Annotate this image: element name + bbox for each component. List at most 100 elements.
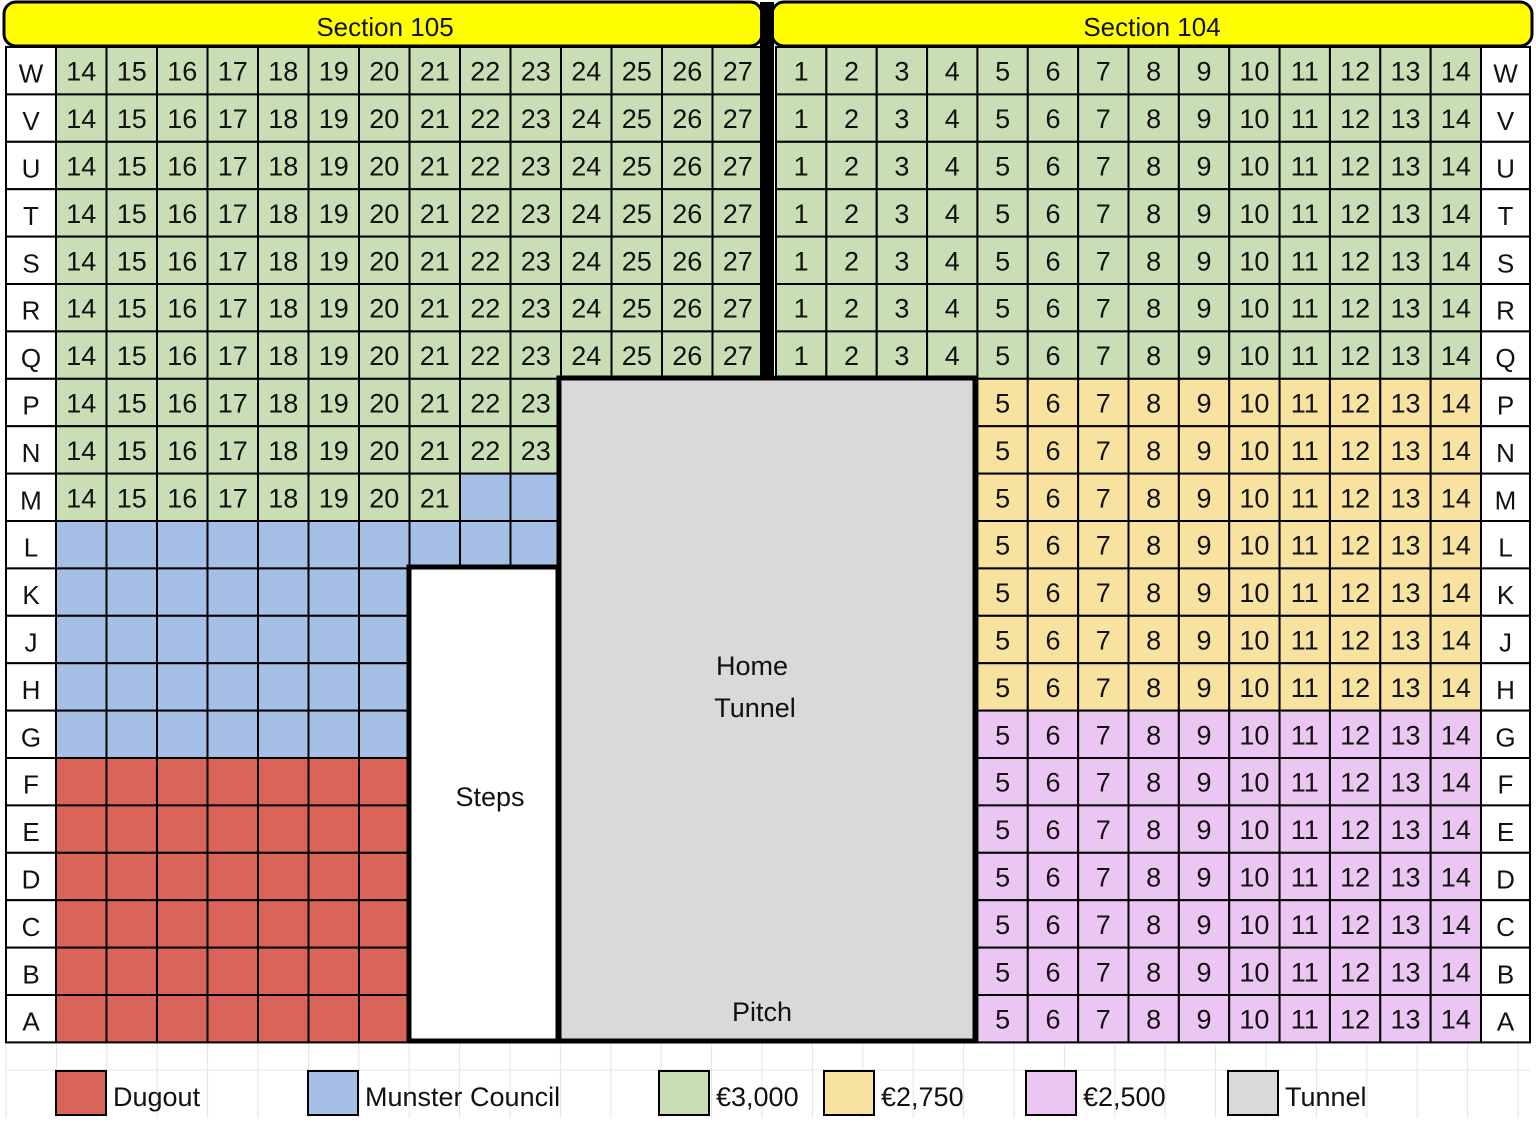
seat[interactable] — [257, 899, 310, 949]
seat[interactable] — [1429, 330, 1482, 380]
seat[interactable] — [1328, 520, 1382, 570]
seat[interactable] — [257, 93, 310, 143]
seat[interactable] — [1127, 899, 1180, 949]
seat[interactable] — [1177, 330, 1231, 380]
seat[interactable] — [156, 757, 209, 807]
seat[interactable] — [105, 472, 158, 523]
seat[interactable] — [1077, 140, 1130, 191]
seat[interactable] — [1127, 614, 1180, 665]
seat[interactable] — [1077, 520, 1130, 570]
seat[interactable] — [509, 472, 562, 523]
seat[interactable] — [257, 614, 310, 665]
seat[interactable] — [1127, 567, 1180, 617]
seat[interactable] — [1077, 46, 1130, 96]
seat[interactable] — [156, 330, 209, 380]
seat[interactable] — [1077, 662, 1130, 712]
seat[interactable] — [257, 804, 310, 854]
seat[interactable] — [610, 330, 663, 380]
seat[interactable] — [560, 93, 613, 143]
seat[interactable] — [257, 851, 310, 902]
seat[interactable] — [459, 377, 512, 428]
seat[interactable] — [408, 377, 461, 428]
seat[interactable] — [1379, 93, 1432, 143]
seat[interactable] — [711, 235, 764, 286]
seat[interactable] — [1379, 472, 1432, 523]
seat[interactable] — [1177, 472, 1231, 523]
seat[interactable] — [257, 46, 310, 96]
seat[interactable] — [105, 46, 158, 96]
seat[interactable] — [1328, 330, 1382, 380]
seat[interactable] — [976, 188, 1029, 238]
seat[interactable] — [156, 851, 209, 902]
seat[interactable] — [1127, 804, 1180, 854]
seat[interactable] — [875, 140, 929, 191]
seat[interactable] — [206, 662, 259, 712]
seat[interactable] — [1077, 614, 1130, 665]
seat[interactable] — [55, 520, 108, 570]
seat[interactable] — [358, 425, 411, 475]
seat[interactable] — [459, 472, 512, 523]
seat[interactable] — [1278, 994, 1331, 1044]
seat[interactable] — [358, 662, 411, 712]
seat[interactable] — [1429, 662, 1482, 712]
seat[interactable] — [358, 804, 411, 854]
seat[interactable] — [257, 235, 310, 286]
seat[interactable] — [711, 93, 764, 143]
seat[interactable] — [1429, 188, 1482, 238]
seat[interactable] — [307, 93, 360, 143]
seat[interactable] — [156, 140, 209, 191]
seat[interactable] — [459, 188, 512, 238]
seat[interactable] — [206, 567, 259, 617]
seat[interactable] — [156, 614, 209, 665]
seat[interactable] — [1026, 709, 1080, 759]
seat[interactable] — [358, 709, 411, 759]
seat[interactable] — [105, 994, 158, 1044]
seat[interactable] — [156, 804, 209, 854]
seat[interactable] — [1177, 567, 1231, 617]
seat[interactable] — [509, 93, 562, 143]
seat[interactable] — [105, 567, 158, 617]
seat[interactable] — [1328, 614, 1382, 665]
seat[interactable] — [1026, 757, 1080, 807]
seat[interactable] — [358, 899, 411, 949]
seat[interactable] — [358, 188, 411, 238]
seat[interactable] — [1278, 851, 1331, 902]
seat[interactable] — [206, 709, 259, 759]
seat[interactable] — [307, 235, 360, 286]
seat[interactable] — [55, 899, 108, 949]
seat[interactable] — [257, 662, 310, 712]
seat[interactable] — [1177, 283, 1231, 333]
seat[interactable] — [1379, 520, 1432, 570]
seat[interactable] — [1278, 804, 1331, 854]
seat[interactable] — [105, 662, 158, 712]
seat[interactable] — [358, 946, 411, 996]
seat[interactable] — [105, 757, 158, 807]
seat[interactable] — [661, 283, 714, 333]
seat[interactable] — [775, 93, 828, 143]
seat[interactable] — [509, 520, 562, 570]
seat[interactable] — [156, 709, 209, 759]
seat[interactable] — [408, 235, 461, 286]
seat[interactable] — [307, 899, 360, 949]
seat[interactable] — [1429, 994, 1482, 1044]
seat[interactable] — [408, 520, 461, 570]
seat[interactable] — [1379, 899, 1432, 949]
seat[interactable] — [408, 472, 461, 523]
seat[interactable] — [1026, 425, 1080, 475]
seat[interactable] — [1328, 757, 1382, 807]
seat[interactable] — [1026, 851, 1080, 902]
seat[interactable] — [1077, 994, 1130, 1044]
seat[interactable] — [257, 188, 310, 238]
seat[interactable] — [560, 330, 613, 380]
seat[interactable] — [156, 899, 209, 949]
seat[interactable] — [459, 520, 512, 570]
seat[interactable] — [257, 709, 310, 759]
seat[interactable] — [55, 93, 108, 143]
seat[interactable] — [1127, 140, 1180, 191]
seat[interactable] — [1278, 567, 1331, 617]
seat[interactable] — [1228, 188, 1281, 238]
seat[interactable] — [307, 851, 360, 902]
seat[interactable] — [1328, 472, 1382, 523]
seat[interactable] — [105, 899, 158, 949]
seat[interactable] — [661, 188, 714, 238]
